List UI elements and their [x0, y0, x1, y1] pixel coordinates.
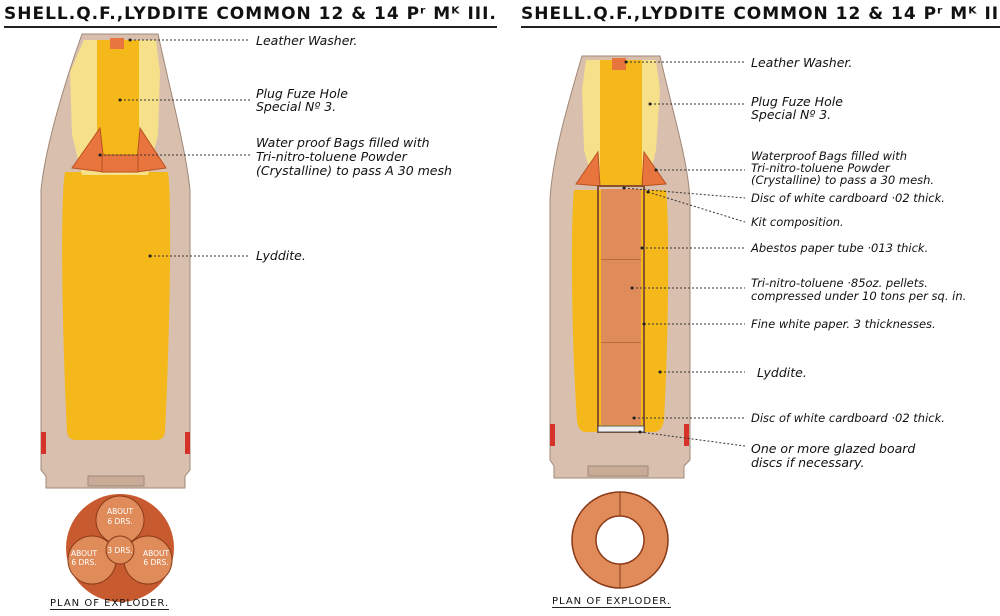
left-fuze-hole — [97, 40, 139, 155]
left-leather-washer — [110, 38, 124, 49]
left-label-bags-2: Tri-nitro-toluene Powder — [256, 149, 407, 164]
right-label-tnt-1: Tri-nitro-toluene ·85oz. pellets. — [751, 276, 928, 290]
svg-text:6 DRS.: 6 DRS. — [71, 558, 96, 567]
right-label-bags-2: Tri-nitro-toluene Powder — [751, 161, 890, 175]
exploder-label-center: 3 DRS. — [107, 546, 132, 555]
exploder-label-left: ABOUT — [71, 549, 98, 558]
right-label-fuze-2: Special Nº 3. — [751, 107, 832, 122]
right-base-plug — [587, 465, 649, 477]
right-fuze-hole — [600, 60, 642, 185]
exploder-label-top: ABOUT — [107, 507, 134, 516]
right-label-disc-top: Disc of white cardboard ·02 thick. — [751, 191, 945, 205]
left-leaders — [98, 38, 250, 258]
left-lyddite-cavity — [62, 172, 171, 440]
right-driving-band-left — [550, 424, 555, 446]
right-label-lyddite: Lyddite. — [757, 365, 807, 380]
svg-text:6 DRS.: 6 DRS. — [143, 558, 168, 567]
right-label-glazed-1: One or more glazed board — [751, 441, 916, 456]
right-bag-right — [641, 150, 667, 187]
right-shell-title: SHELL.Q.F.,LYDDITE COMMON 12 & 14 Pʳ Mᴷ … — [521, 4, 1000, 28]
exploder-label-right: ABOUT — [143, 549, 170, 558]
left-bag-left — [71, 126, 106, 173]
right-tnt-pellet-1 — [601, 189, 641, 259]
right-shell — [549, 55, 691, 479]
right-plan-title: PLAN OF EXPLODER. — [552, 596, 672, 608]
left-label-fuze-1: Plug Fuze Hole — [256, 86, 348, 101]
right-bag-left — [575, 150, 601, 187]
right-leaders — [622, 60, 746, 447]
left-driving-band-left — [41, 432, 46, 454]
right-label-asbestos: Abestos paper tube ·013 thick. — [751, 241, 929, 255]
right-label-fuze-1: Plug Fuze Hole — [751, 94, 843, 109]
right-label-disc-bottom: Disc of white cardboard ·02 thick. — [751, 411, 945, 425]
left-base-plug — [87, 475, 145, 487]
right-label-bags-3: (Crystalline) to pass a 30 mesh. — [751, 173, 935, 187]
left-label-fuze-2: Special Nº 3. — [256, 99, 337, 114]
right-label-paper: Fine white paper. 3 thicknesses. — [751, 317, 936, 331]
left-label-bags-3: (Crystalline) to pass A 30 mesh — [256, 163, 452, 178]
right-label-washer: Leather Washer. — [751, 55, 853, 70]
left-driving-band-right — [185, 432, 190, 454]
right-tnt-pellet-3 — [601, 343, 641, 425]
right-disc-bottom — [597, 425, 645, 433]
left-exploder-plan: ABOUT 6 DRS. 3 DRS. ABOUT 6 DRS. ABOUT 6… — [66, 494, 174, 602]
left-shell-title: SHELL.Q.F.,LYDDITE COMMON 12 & 14 Pʳ Mᴷ … — [4, 4, 497, 28]
right-tnt-pellet-2 — [601, 260, 641, 342]
left-bag-right — [135, 126, 167, 173]
right-label-glazed-2: discs if necessary. — [751, 455, 865, 470]
right-leather-washer — [612, 58, 626, 70]
right-driving-band-right — [684, 424, 689, 446]
right-exploder-plan — [571, 491, 669, 589]
svg-text:6 DRS.: 6 DRS. — [107, 517, 132, 526]
left-label-washer: Leather Washer. — [256, 33, 358, 48]
left-plan-title: PLAN OF EXPLODER. — [50, 598, 170, 610]
left-bag-center — [101, 154, 139, 173]
left-label-lyddite: Lyddite. — [256, 248, 306, 263]
right-label-bags-1: Waterproof Bags filled with — [751, 149, 908, 163]
right-label-tnt-2: compressed under 10 tons per sq. in. — [751, 289, 967, 303]
left-label-bags-1: Water proof Bags filled with — [256, 135, 430, 150]
right-label-kit: Kit composition. — [751, 215, 844, 229]
left-shell — [40, 33, 191, 489]
